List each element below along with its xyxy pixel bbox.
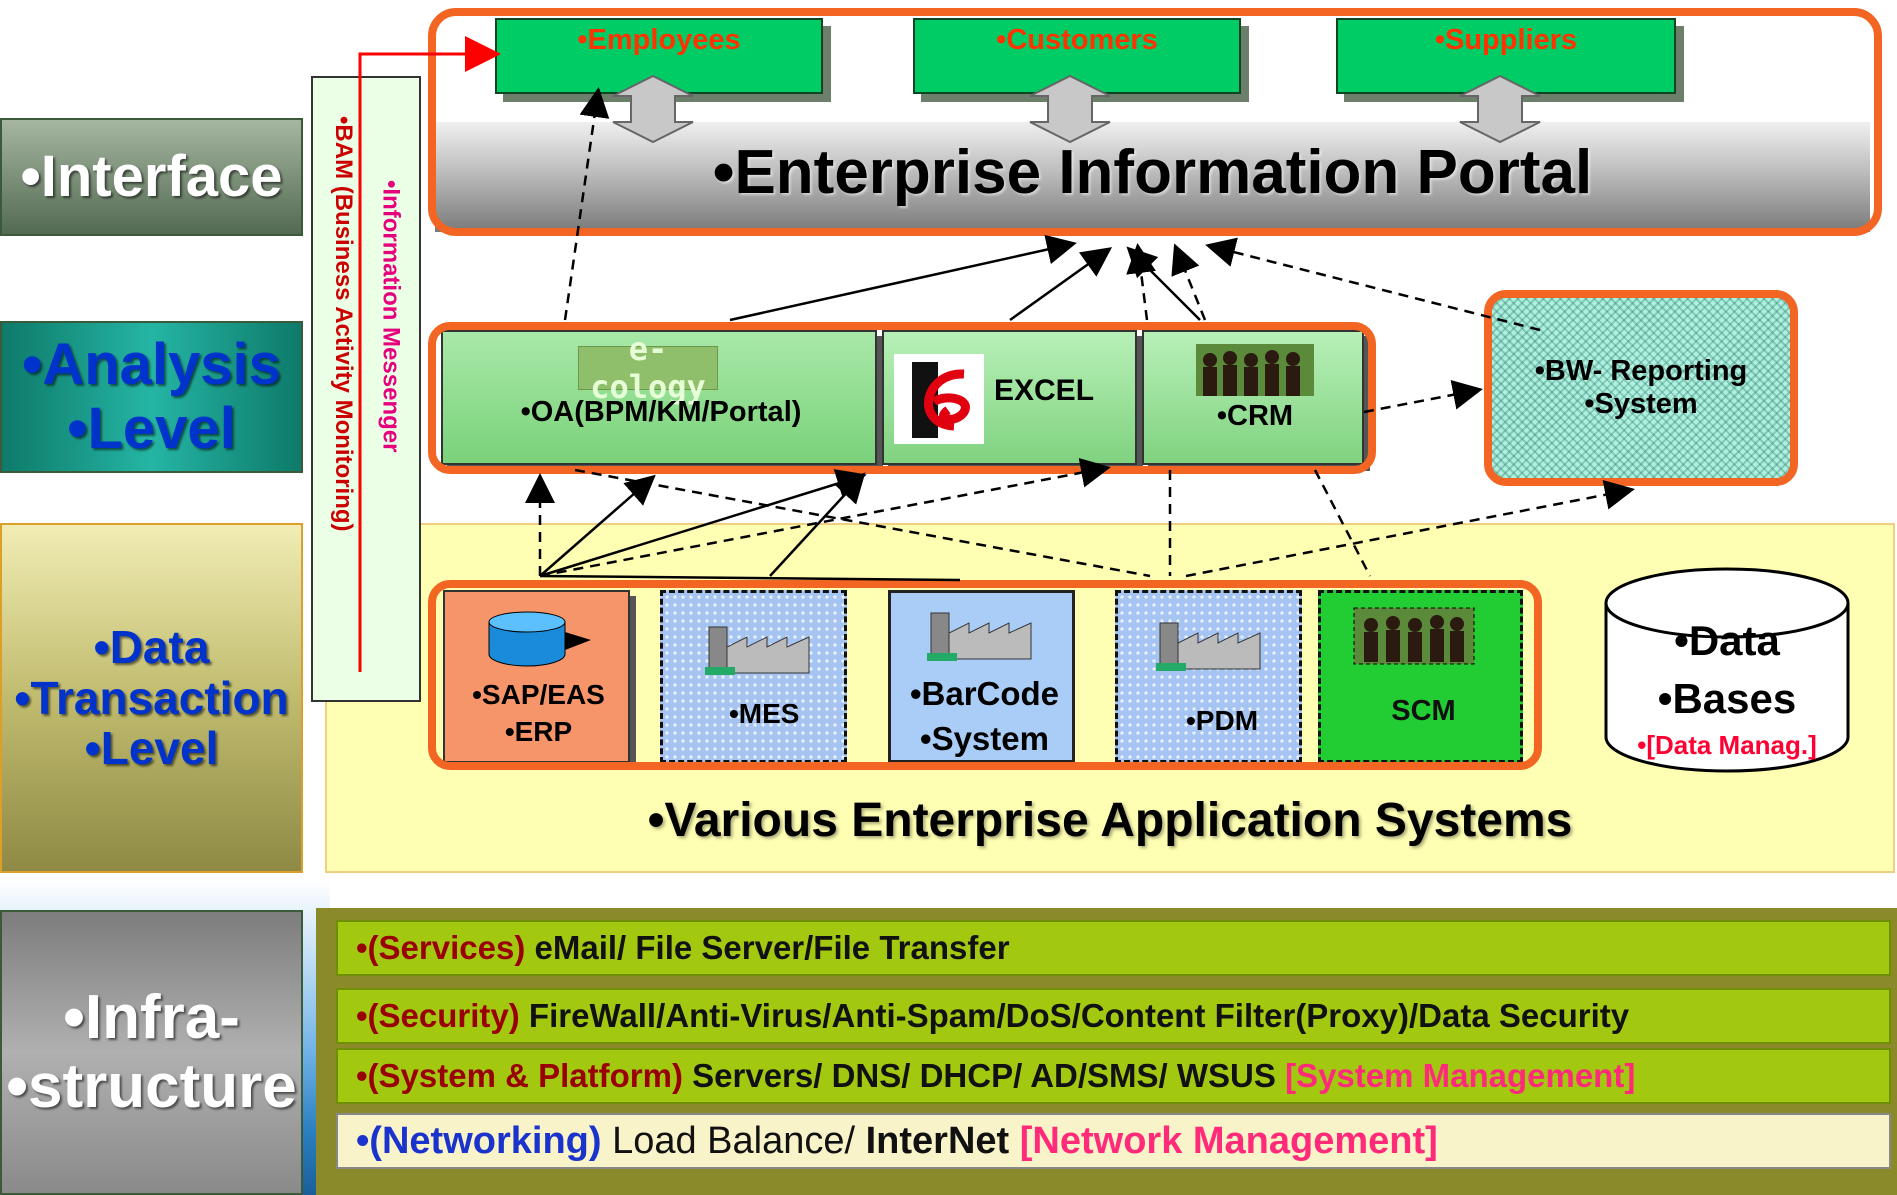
network-management-tag: [Network Management]	[1009, 1119, 1438, 1162]
system-text: Servers/ DNS/ DHCP/ AD/SMS/ WSUS	[682, 1057, 1286, 1094]
system-management-tag: [System Management]	[1285, 1057, 1636, 1094]
barcode-label-line2: •System	[920, 720, 1049, 757]
analysis-label-line2: •Level	[67, 396, 236, 461]
sap-label-line2: •ERP	[504, 716, 573, 747]
bw-reporting-box: •BW- Reporting •System	[1484, 290, 1798, 486]
databases-line2: •Bases	[1657, 675, 1797, 722]
employees-label: •Employees	[577, 24, 741, 56]
factory-icon	[1156, 622, 1261, 671]
interface-label-text: •Interface	[20, 144, 283, 210]
services-tag: •(Services)	[356, 929, 526, 966]
excel-box: EXCEL	[882, 330, 1137, 465]
label-analysis-level: •Analysis •Level	[0, 321, 303, 473]
database-cylinder-icon	[488, 611, 591, 667]
pdm-box: •PDM	[1115, 590, 1302, 763]
services-text: eMail/ File Server/File Transfer	[525, 929, 1010, 966]
mes-box: •MES	[660, 590, 847, 763]
barcode-label: •BarCode •System	[891, 671, 1078, 761]
databases-label: •Data •Bases •[Data Manag.]	[1602, 612, 1852, 762]
infra-row-security: •(Security) FireWall/Anti-Virus/Anti-Spa…	[336, 988, 1891, 1044]
barcode-system-box: •BarCode •System	[888, 590, 1075, 763]
data-systems-orange-frame	[428, 580, 1542, 770]
suppliers-label: •Suppliers	[1434, 24, 1578, 56]
mes-label: •MES	[729, 698, 800, 729]
pdm-label: •PDM	[1186, 705, 1259, 736]
databases-cylinder-icon	[1604, 567, 1850, 773]
factory-icon	[927, 612, 1032, 661]
label-interface-level: •Interface	[0, 118, 303, 236]
analysis-orange-frame	[428, 322, 1376, 474]
ecology-logo-text: e-cology	[590, 330, 706, 406]
data-label-line2: •Transaction	[14, 671, 289, 724]
barcode-label-line1: •BarCode	[909, 675, 1060, 712]
infra-row-system-platform: •(System & Platform) Servers/ DNS/ DHCP/…	[336, 1048, 1891, 1104]
label-infrastructure: •Infra- •structure	[0, 910, 303, 1195]
bw-label-line1: •BW- Reporting	[1534, 355, 1748, 387]
various-systems-caption: •Various Enterprise Application Systems	[647, 793, 1573, 847]
bam-label: •BAM (Business Activity Monitoring)	[330, 116, 357, 532]
scm-people-icon	[1353, 607, 1475, 665]
infra-row-networking: •(Networking) Load Balance/ InterNet [Ne…	[336, 1113, 1891, 1169]
portal-title: •Enterprise Information Portal	[712, 137, 1593, 207]
crm-label: •CRM	[1216, 400, 1294, 432]
infra-label-line2: •structure	[6, 1051, 297, 1121]
data-label-line3: •Level	[84, 722, 219, 775]
system-tag: •(System & Platform)	[356, 1057, 683, 1094]
information-messenger-label: •Information Messenger	[377, 180, 405, 453]
scm-label: SCM	[1391, 695, 1456, 727]
databases-line1: •Data	[1674, 617, 1780, 664]
factory-icon	[705, 626, 810, 675]
data-label-line1: •Data	[93, 621, 210, 674]
label-data-transaction-level: •Data •Transaction •Level	[0, 523, 303, 873]
security-text: FireWall/Anti-Virus/Anti-Spam/DoS/Conten…	[519, 997, 1630, 1034]
crm-people-icon	[1196, 344, 1314, 396]
networking-text: Load Balance/	[601, 1119, 866, 1162]
user-box-suppliers: •Suppliers	[1336, 18, 1676, 94]
networking-tag: •(Networking)	[356, 1119, 602, 1162]
internet-text: InterNet	[865, 1119, 1010, 1162]
bw-label-line2: •System	[1584, 388, 1698, 420]
databases-line3: •[Data Manag.]	[1637, 730, 1817, 760]
excel-label: EXCEL	[994, 374, 1095, 407]
oa-label: •OA(BPM/KM/Portal)	[520, 396, 802, 428]
oa-box: e-cology •OA(BPM/KM/Portal)	[441, 330, 877, 465]
sap-label-line1: •SAP/EAS	[472, 679, 605, 710]
infra-label-line1: •Infra-	[63, 983, 240, 1053]
ecology-logo: e-cology	[578, 330, 718, 406]
analysis-label-line1: •Analysis	[22, 332, 281, 398]
excel-logo-icon	[894, 354, 984, 444]
sap-label: •SAP/EAS •ERP	[445, 676, 632, 750]
customers-label: •Customers	[996, 24, 1158, 56]
security-tag: •(Security)	[356, 997, 520, 1034]
scm-box: SCM	[1318, 590, 1523, 763]
crm-box: •CRM	[1142, 330, 1364, 465]
portal-orange-frame	[428, 8, 1882, 236]
infra-row-services: •(Services) eMail/ File Server/File Tran…	[336, 920, 1891, 976]
